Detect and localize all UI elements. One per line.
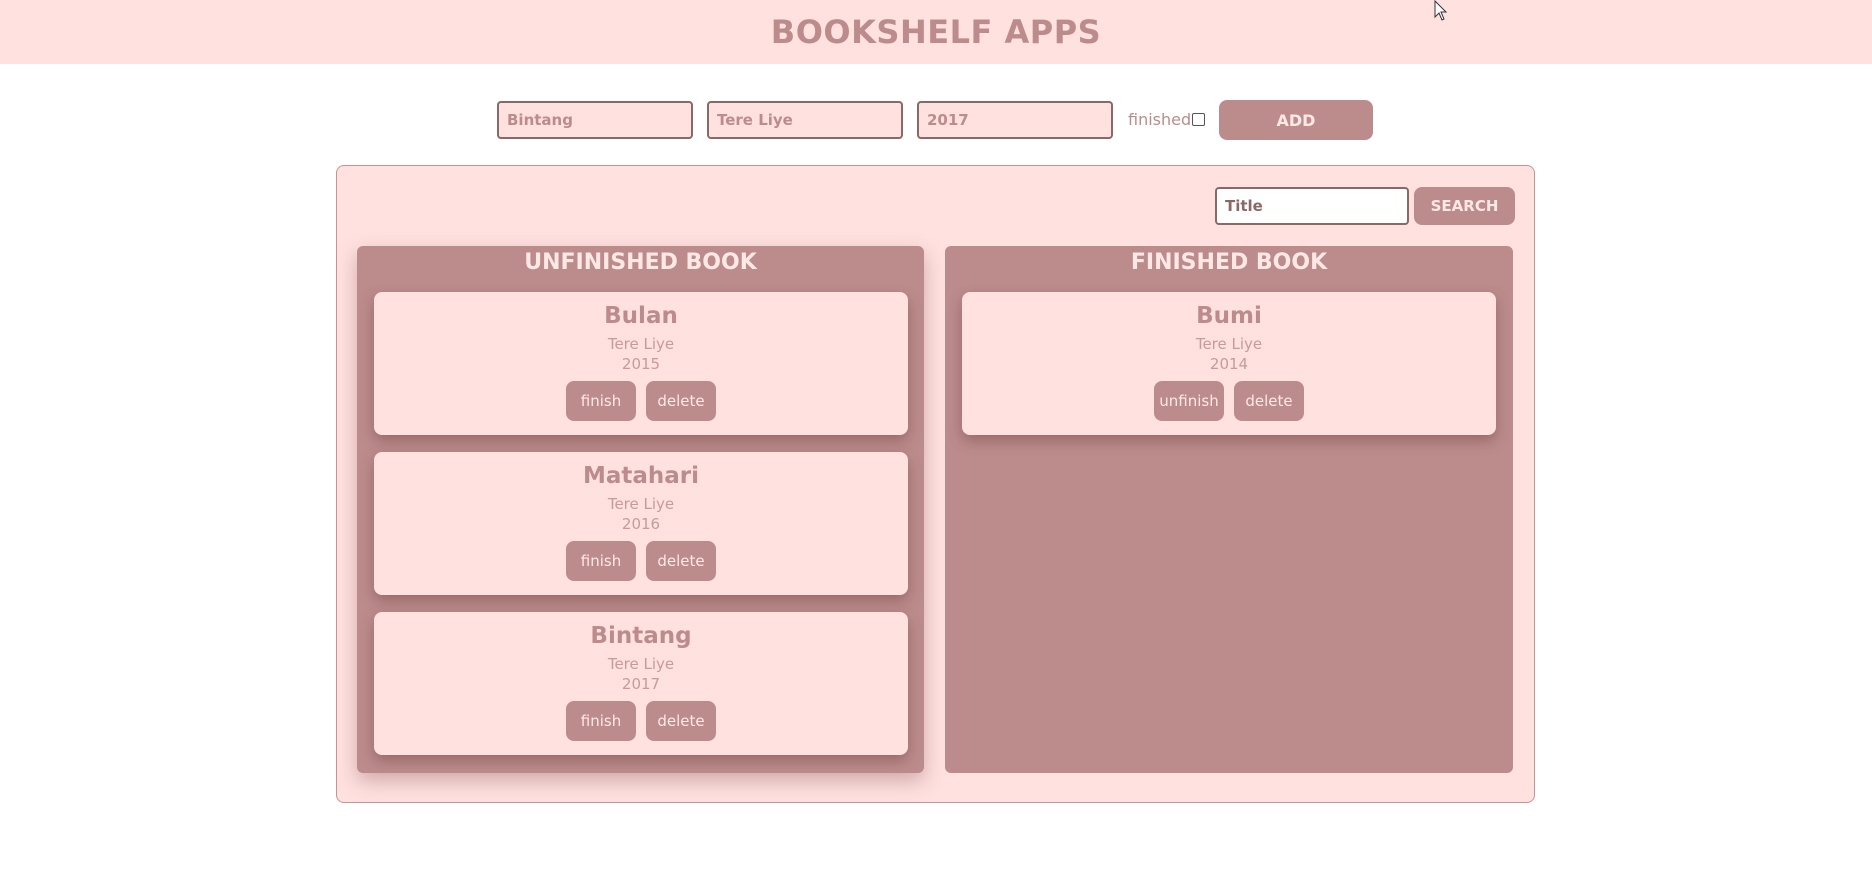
finished-label: finished xyxy=(1128,110,1192,129)
book-title: Bintang xyxy=(590,623,692,649)
finish-button[interactable]: finish xyxy=(566,541,636,581)
book-card: Bulan Tere Liye 2015 finish delete xyxy=(374,292,908,435)
delete-button[interactable]: delete xyxy=(646,541,716,581)
search-input[interactable] xyxy=(1215,187,1409,225)
book-title: Matahari xyxy=(582,463,700,489)
app-title: BOOKSHELF APPS xyxy=(770,13,1102,51)
book-card: Bumi Tere Liye 2014 unfinish delete xyxy=(962,292,1496,435)
book-year: 2015 xyxy=(621,355,661,373)
mouse-cursor-icon xyxy=(1434,0,1448,21)
book-year: 2017 xyxy=(621,675,661,693)
book-author: Tere Liye xyxy=(1195,335,1263,353)
book-actions: finish delete xyxy=(374,381,908,421)
search-button[interactable]: SEARCH xyxy=(1414,187,1515,225)
unfinished-shelf: UNFINISHED BOOK Bulan Tere Liye 2015 fin… xyxy=(357,246,924,773)
unfinished-heading: UNFINISHED BOOK xyxy=(524,250,757,275)
unfinish-button[interactable]: unfinish xyxy=(1154,381,1224,421)
author-input[interactable] xyxy=(707,101,903,139)
book-actions: finish delete xyxy=(374,541,908,581)
delete-button[interactable]: delete xyxy=(1234,381,1304,421)
year-input[interactable] xyxy=(917,101,1113,139)
book-card: Matahari Tere Liye 2016 finish delete xyxy=(374,452,908,595)
book-card: Bintang Tere Liye 2017 finish delete xyxy=(374,612,908,755)
book-author: Tere Liye xyxy=(607,335,675,353)
delete-button[interactable]: delete xyxy=(646,381,716,421)
finished-heading: FINISHED BOOK xyxy=(1130,250,1328,275)
title-input[interactable] xyxy=(497,101,693,139)
finish-button[interactable]: finish xyxy=(566,381,636,421)
book-year: 2016 xyxy=(621,515,661,533)
book-actions: unfinish delete xyxy=(962,381,1496,421)
delete-button[interactable]: delete xyxy=(646,701,716,741)
bookshelf-container: SEARCH UNFINISHED BOOK Bulan Tere Liye 2… xyxy=(336,165,1535,803)
finished-shelf: FINISHED BOOK Bumi Tere Liye 2014 unfini… xyxy=(945,246,1513,773)
app-header: BOOKSHELF APPS xyxy=(0,0,1872,64)
book-author: Tere Liye xyxy=(607,655,675,673)
book-title: Bulan xyxy=(604,303,678,329)
book-actions: finish delete xyxy=(374,701,908,741)
add-button[interactable]: ADD xyxy=(1219,100,1373,140)
book-author: Tere Liye xyxy=(607,495,675,513)
book-year: 2014 xyxy=(1209,355,1249,373)
finished-checkbox[interactable] xyxy=(1192,113,1205,126)
book-title: Bumi xyxy=(1196,303,1262,329)
finish-button[interactable]: finish xyxy=(566,701,636,741)
